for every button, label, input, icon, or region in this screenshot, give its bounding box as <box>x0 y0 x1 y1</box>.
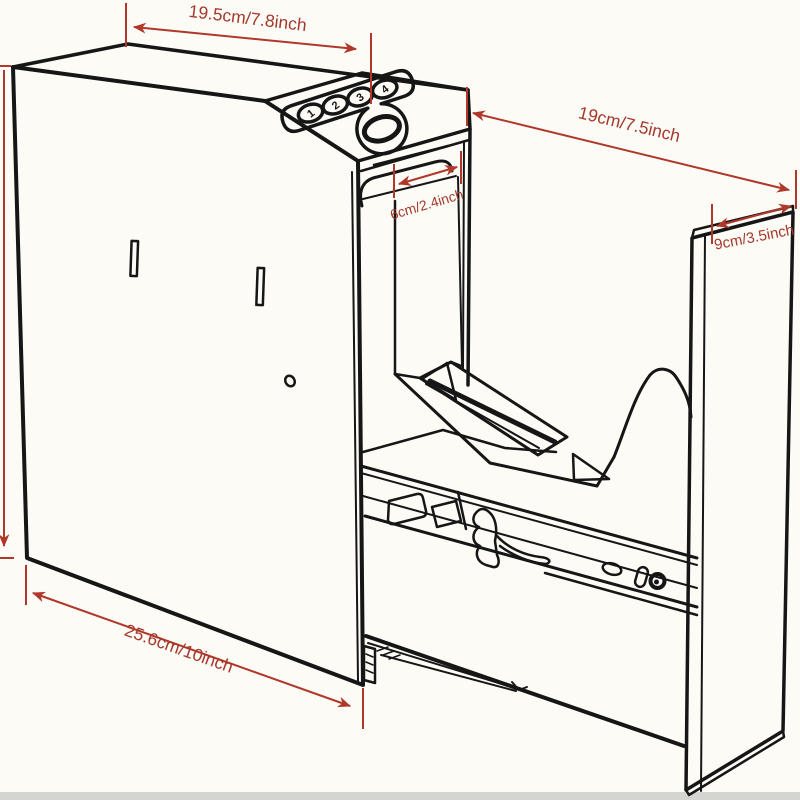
dimension-body-length: 25.6cm/10inch <box>25 565 364 729</box>
lock-keyhole[interactable] <box>648 572 667 590</box>
dimension-depth: 19cm/7.5inch <box>466 87 797 209</box>
rail-capsule-slot <box>633 565 650 589</box>
dimension-front-panel-width-label: 9cm/3.5inch <box>713 222 796 254</box>
dimension-slot-width: 6cm/2.4inch <box>388 151 465 223</box>
gun-cradle <box>361 360 693 488</box>
safe-body <box>11 42 470 687</box>
keypad-enter-button[interactable] <box>361 112 402 145</box>
keypad-panel: 1 2 3 4 <box>263 68 472 173</box>
top-slot-channel <box>359 127 472 387</box>
footer-bar <box>0 792 800 800</box>
dimension-slot-width-label: 6cm/2.4inch <box>388 186 465 223</box>
keypad-button-4[interactable] <box>370 77 399 101</box>
dimension-body-height <box>0 65 14 559</box>
drawer-bottom <box>362 634 686 748</box>
dimension-top-width-label: 19.5cm/7.8inch <box>188 1 308 35</box>
rail-latch <box>472 507 500 569</box>
dimension-depth-label: 19cm/7.5inch <box>576 102 682 146</box>
drawer-front-panel <box>684 204 795 797</box>
lock-keyhole-pin <box>654 579 659 585</box>
slide-rail <box>359 464 699 617</box>
rail-oval-slot <box>601 561 623 577</box>
mounting-holes <box>129 239 297 388</box>
